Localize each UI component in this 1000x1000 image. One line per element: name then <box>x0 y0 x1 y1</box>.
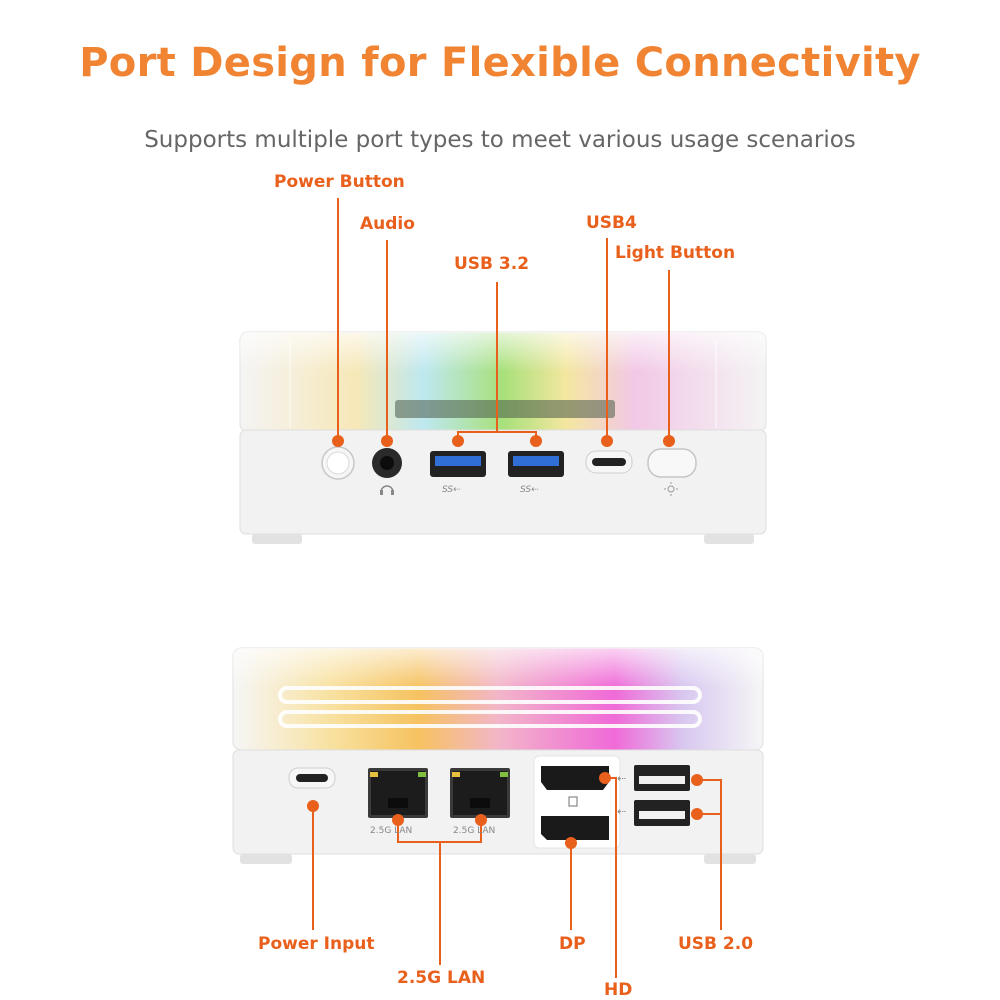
usb-ss-icon: SS⇠ <box>520 485 539 495</box>
page-title: Port Design for Flexible Connectivity <box>79 40 921 86</box>
displayport-icon <box>568 796 578 807</box>
hd-port[interactable] <box>541 766 609 790</box>
label-light-button: Light Button <box>615 243 736 263</box>
label-audio: Audio <box>360 214 415 234</box>
usb-ss-icon: SS⇠ <box>442 485 461 495</box>
usb-icon: ⇠ <box>617 805 626 818</box>
label-hd: HD <box>604 980 633 1000</box>
front-callout-dots <box>332 435 675 447</box>
headphone-icon <box>380 485 394 495</box>
label-usb20: USB 2.0 <box>678 934 754 954</box>
label-lan: 2.5G LAN <box>397 968 486 988</box>
usb-icon: ⇠ <box>617 772 626 785</box>
dp-port[interactable] <box>541 816 609 840</box>
light-button[interactable] <box>647 448 697 478</box>
lan-port-1-marking: 2.5G LAN <box>370 826 413 836</box>
rear-callout-dots <box>307 772 703 849</box>
label-usb4: USB4 <box>586 213 637 233</box>
front-callout-lines <box>337 198 670 441</box>
label-power-button: Power Button <box>274 172 405 192</box>
label-dp: DP <box>559 934 586 954</box>
usb32-port-1[interactable] <box>430 451 486 477</box>
usb20-port-2[interactable] <box>634 800 690 826</box>
light-icon <box>664 482 678 496</box>
page-subtitle: Supports multiple port types to meet var… <box>144 127 856 153</box>
label-power-input: Power Input <box>258 934 375 954</box>
usb32-port-2[interactable] <box>508 451 564 477</box>
lan-port-1[interactable] <box>368 768 428 818</box>
lan-port-2-marking: 2.5G LAN <box>453 826 496 836</box>
lan-port-2[interactable] <box>450 768 510 818</box>
usb20-port-1[interactable] <box>634 765 690 791</box>
rear-device <box>232 647 764 864</box>
label-usb32: USB 3.2 <box>454 254 530 274</box>
front-device <box>239 331 767 544</box>
